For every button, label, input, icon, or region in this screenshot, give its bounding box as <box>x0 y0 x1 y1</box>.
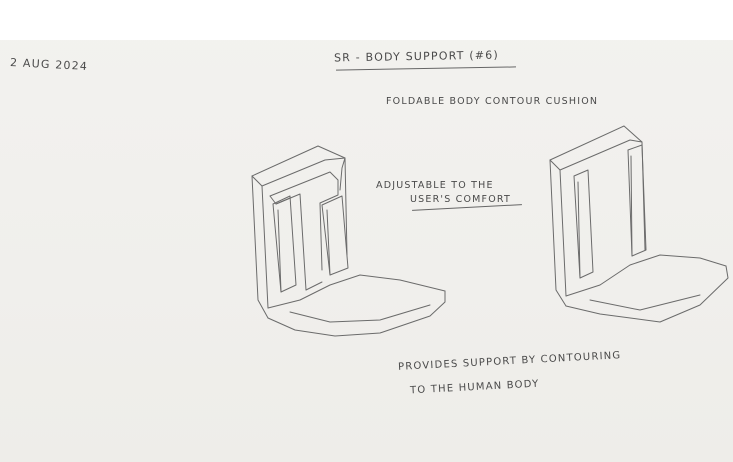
cushion-sketch-right <box>0 0 733 462</box>
sketch-page: 2 AUG 2024 SR - BODY SUPPORT (#6) FOLDAB… <box>0 0 733 462</box>
